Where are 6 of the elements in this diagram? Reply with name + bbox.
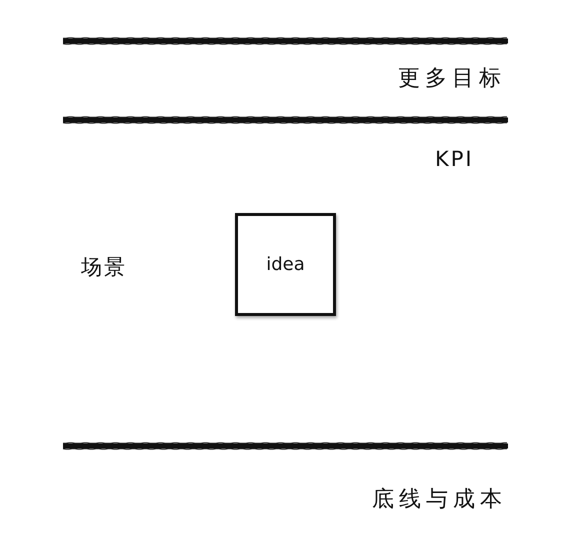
zone-label: 底线与成本 (372, 488, 507, 512)
zone-label: 场景 (81, 256, 127, 280)
concept-box (235, 213, 336, 316)
zone-label: KPI (435, 148, 474, 172)
zone-label: 更多目标 (398, 67, 506, 92)
node-text: idea (266, 254, 305, 274)
